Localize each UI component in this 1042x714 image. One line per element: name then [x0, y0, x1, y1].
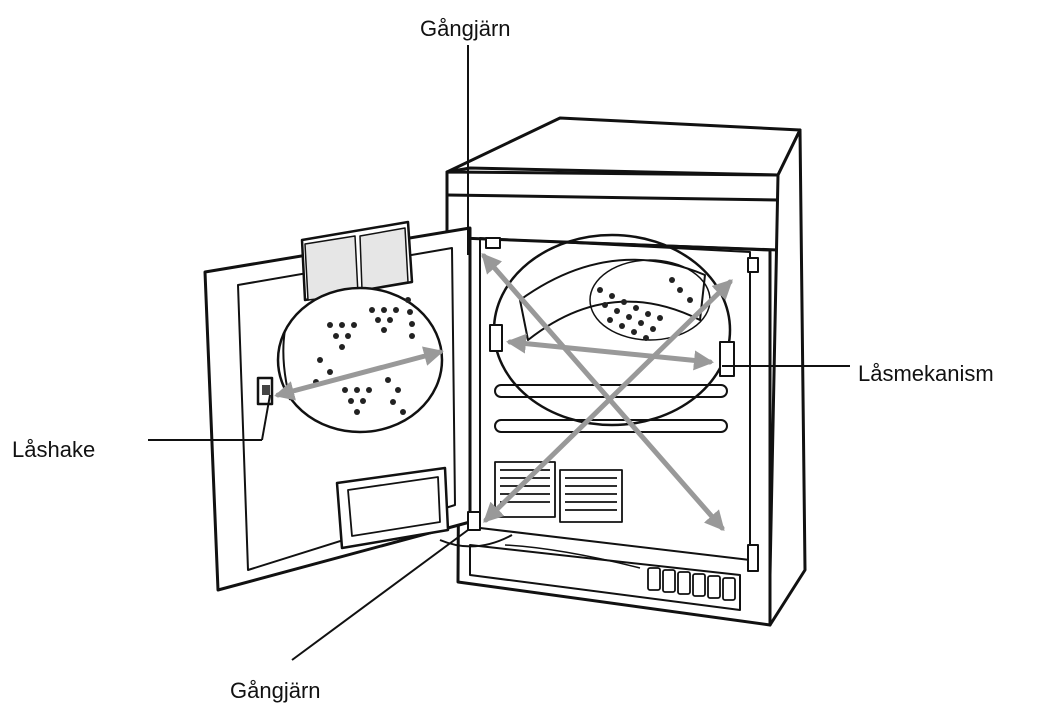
- label-hinge-bottom: Gångjärn: [230, 678, 321, 703]
- leader-hinge-bottom: [291, 529, 469, 661]
- label-latch-mechanism: Låsmekanism: [858, 361, 994, 386]
- label-catch: Låshake: [12, 437, 96, 462]
- swap-arrows: [274, 252, 733, 532]
- leader-lines: [148, 45, 850, 661]
- cabinet-hinge-top: [485, 237, 501, 249]
- lint-filter: [300, 220, 414, 302]
- cabinet-latch-right: [719, 341, 735, 377]
- cabinet-corner-bottom-right: [747, 544, 759, 572]
- label-hinge-top: Gångjärn: [420, 16, 511, 41]
- cabinet-corner-top-right: [747, 257, 759, 273]
- cabinet-plinth: [469, 544, 741, 611]
- cabinet-top: [445, 116, 802, 177]
- arrow-latch-horizontal: [506, 333, 714, 371]
- door-hinge-bottom: [467, 511, 481, 531]
- plinth-slots: [647, 567, 736, 601]
- dryer-cabinet: [445, 116, 807, 627]
- door-handle-recess: [335, 466, 450, 550]
- open-door: [203, 220, 513, 592]
- arrow-diagonal-up: [483, 279, 733, 523]
- cabinet-latch-left: [489, 324, 503, 352]
- arrow-door-horizontal: [274, 346, 444, 401]
- hinge-swing-arc: [439, 534, 513, 548]
